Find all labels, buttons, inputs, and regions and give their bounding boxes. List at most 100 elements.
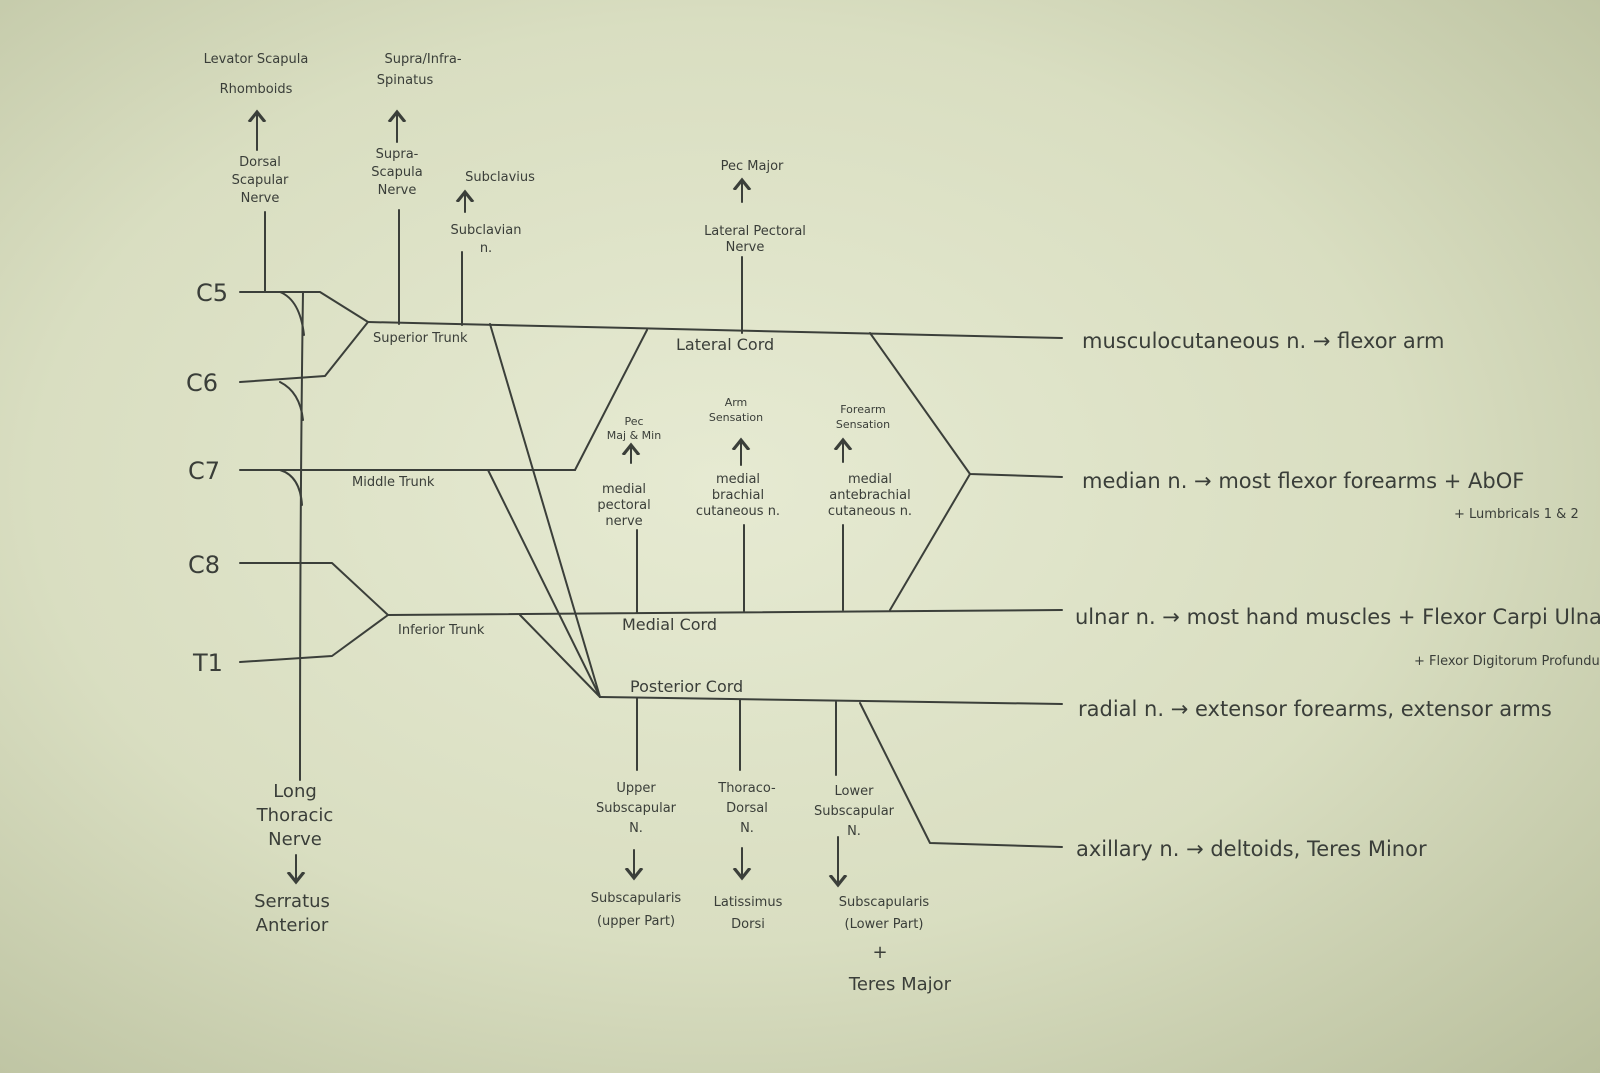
- svg-text:Nerve: Nerve: [241, 191, 280, 206]
- root-t1-label: T1: [192, 649, 223, 677]
- root-c7-label: C7: [188, 457, 220, 485]
- svg-text:Subscapular: Subscapular: [814, 804, 895, 819]
- lateral-cord-to-median: [574, 329, 648, 471]
- svg-text:Nerve: Nerve: [268, 829, 322, 850]
- superior-trunk-line: [367, 321, 1063, 339]
- svg-text:Sensation: Sensation: [836, 418, 890, 431]
- arm-sensation-label: Arm Sensation: [709, 396, 763, 424]
- svg-text:Lower: Lower: [835, 784, 875, 799]
- svg-text:Serratus: Serratus: [254, 891, 330, 912]
- medial-pectoral-label: medial pectoral nerve: [597, 482, 650, 529]
- svg-text:Thoraco-: Thoraco-: [717, 781, 776, 796]
- svg-text:Subclavian: Subclavian: [451, 223, 522, 238]
- musculocutaneous-label: musculocutaneous n. → flexor arm: [1082, 329, 1444, 353]
- subscapularis-lower-teres-major-label: Subscapularis (Lower Part) + Teres Major: [839, 895, 952, 995]
- arrows: [257, 112, 843, 885]
- forearm-sensation-label: Forearm Sensation: [836, 403, 890, 431]
- c5-root-line: [239, 291, 369, 323]
- medial-to-median: [889, 473, 971, 611]
- suprascapular-label: Supra- Scapula Nerve: [371, 147, 422, 198]
- svg-text:cutaneous n.: cutaneous n.: [696, 504, 780, 519]
- svg-text:antebrachial: antebrachial: [829, 488, 910, 503]
- thoracodorsal-label: Thoraco- Dorsal N.: [717, 781, 776, 836]
- svg-text:Scapula: Scapula: [371, 165, 422, 180]
- upper-subscapular-label: Upper Subscapular N.: [596, 781, 677, 836]
- svg-text:Thoracic: Thoracic: [256, 805, 334, 826]
- long-thoracic-c6-branch: [279, 381, 304, 421]
- long-thoracic-c5-branch: [279, 291, 305, 336]
- supra-infra-spinatus-label: Supra/Infra- Spinatus: [377, 52, 462, 88]
- svg-text:Nerve: Nerve: [726, 240, 765, 255]
- svg-text:Subscapular: Subscapular: [596, 801, 677, 816]
- svg-text:Dorsal: Dorsal: [726, 801, 768, 816]
- median-label: median n. → most flexor forearms + AbOF: [1082, 469, 1524, 493]
- svg-text:Dorsal: Dorsal: [239, 155, 281, 170]
- svg-text:(Lower Part): (Lower Part): [845, 917, 924, 932]
- median-extra-label: + Lumbricals 1 & 2: [1454, 507, 1579, 522]
- lateral-cord-right: [869, 332, 1063, 478]
- svg-text:medial: medial: [716, 472, 760, 487]
- plexus-lines: [239, 209, 1063, 848]
- posterior-cord-label: Posterior Cord: [630, 677, 743, 696]
- svg-text:n.: n.: [480, 241, 492, 256]
- ulnar-extra-label: + Flexor Digitorum Profundus: [1414, 654, 1600, 669]
- c8-root-line: [239, 562, 389, 616]
- medial-cord-line: [387, 609, 1063, 616]
- root-c6-label: C6: [186, 369, 218, 397]
- svg-text:N.: N.: [740, 821, 754, 836]
- svg-text:Nerve: Nerve: [378, 183, 417, 198]
- medial-cord-label: Medial Cord: [622, 615, 717, 634]
- subclavian-label: Subclavian n.: [451, 223, 522, 256]
- serratus-anterior-label: Serratus Anterior: [254, 891, 330, 936]
- root-c5-label: C5: [196, 279, 228, 307]
- svg-text:cutaneous n.: cutaneous n.: [828, 504, 912, 519]
- svg-text:Latissimus: Latissimus: [714, 895, 783, 910]
- t1-root-line: [239, 614, 389, 663]
- axillary-label: axillary n. → deltoids, Teres Minor: [1076, 837, 1427, 861]
- svg-text:Rhomboids: Rhomboids: [220, 82, 293, 97]
- subscapularis-upper-label: Subscapularis (upper Part): [591, 891, 682, 929]
- subclavius-label: Subclavius: [465, 170, 535, 185]
- svg-text:Dorsi: Dorsi: [731, 917, 765, 932]
- middle-to-posterior: [487, 469, 601, 698]
- inferior-trunk-label: Inferior Trunk: [398, 623, 485, 638]
- svg-text:Sensation: Sensation: [709, 411, 763, 424]
- svg-text:brachial: brachial: [712, 488, 764, 503]
- lateral-pectoral-label: Lateral Pectoral Nerve: [704, 224, 806, 255]
- svg-text:Scapular: Scapular: [232, 173, 289, 188]
- radial-label: radial n. → extensor forearms, extensor …: [1078, 697, 1552, 721]
- svg-text:Subscapularis: Subscapularis: [839, 895, 930, 910]
- svg-text:medial: medial: [848, 472, 892, 487]
- svg-text:(upper Part): (upper Part): [597, 914, 675, 929]
- svg-text:Arm: Arm: [725, 396, 748, 409]
- svg-text:medial: medial: [602, 482, 646, 497]
- svg-text:Maj & Min: Maj & Min: [607, 429, 661, 442]
- svg-text:Subscapularis: Subscapularis: [591, 891, 682, 906]
- svg-text:Anterior: Anterior: [256, 915, 329, 936]
- superior-trunk-label: Superior Trunk: [373, 331, 468, 346]
- posterior-cord-line: [599, 696, 1063, 705]
- pec-maj-min-label: Pec Maj & Min: [607, 415, 661, 442]
- middle-trunk-label: Middle Trunk: [352, 475, 435, 490]
- medial-antebrachial-label: medial antebrachial cutaneous n.: [828, 472, 912, 519]
- superior-to-posterior: [489, 323, 601, 698]
- svg-text:Spinatus: Spinatus: [377, 73, 434, 88]
- lateral-cord-label: Lateral Cord: [676, 335, 774, 354]
- long-thoracic-c7-branch: [279, 469, 303, 506]
- svg-text:Supra-: Supra-: [376, 147, 419, 162]
- inferior-to-posterior: [519, 614, 601, 698]
- ulnar-label: ulnar n. → most hand muscles + Flexor Ca…: [1075, 605, 1600, 629]
- svg-text:pectoral: pectoral: [597, 498, 650, 513]
- svg-text:Long: Long: [273, 781, 317, 802]
- latissimus-dorsi-label: Latissimus Dorsi: [714, 895, 783, 932]
- root-c8-label: C8: [188, 551, 220, 579]
- c6-root-line: [239, 321, 369, 383]
- svg-text:+: +: [872, 942, 887, 963]
- svg-text:N.: N.: [847, 824, 861, 839]
- pec-major-label: Pec Major: [721, 159, 784, 174]
- svg-text:Forearm: Forearm: [840, 403, 886, 416]
- long-thoracic-label: Long Thoracic Nerve: [256, 781, 334, 850]
- svg-text:Upper: Upper: [616, 781, 656, 796]
- svg-text:Lateral Pectoral: Lateral Pectoral: [704, 224, 806, 239]
- axillary-line: [859, 702, 1063, 848]
